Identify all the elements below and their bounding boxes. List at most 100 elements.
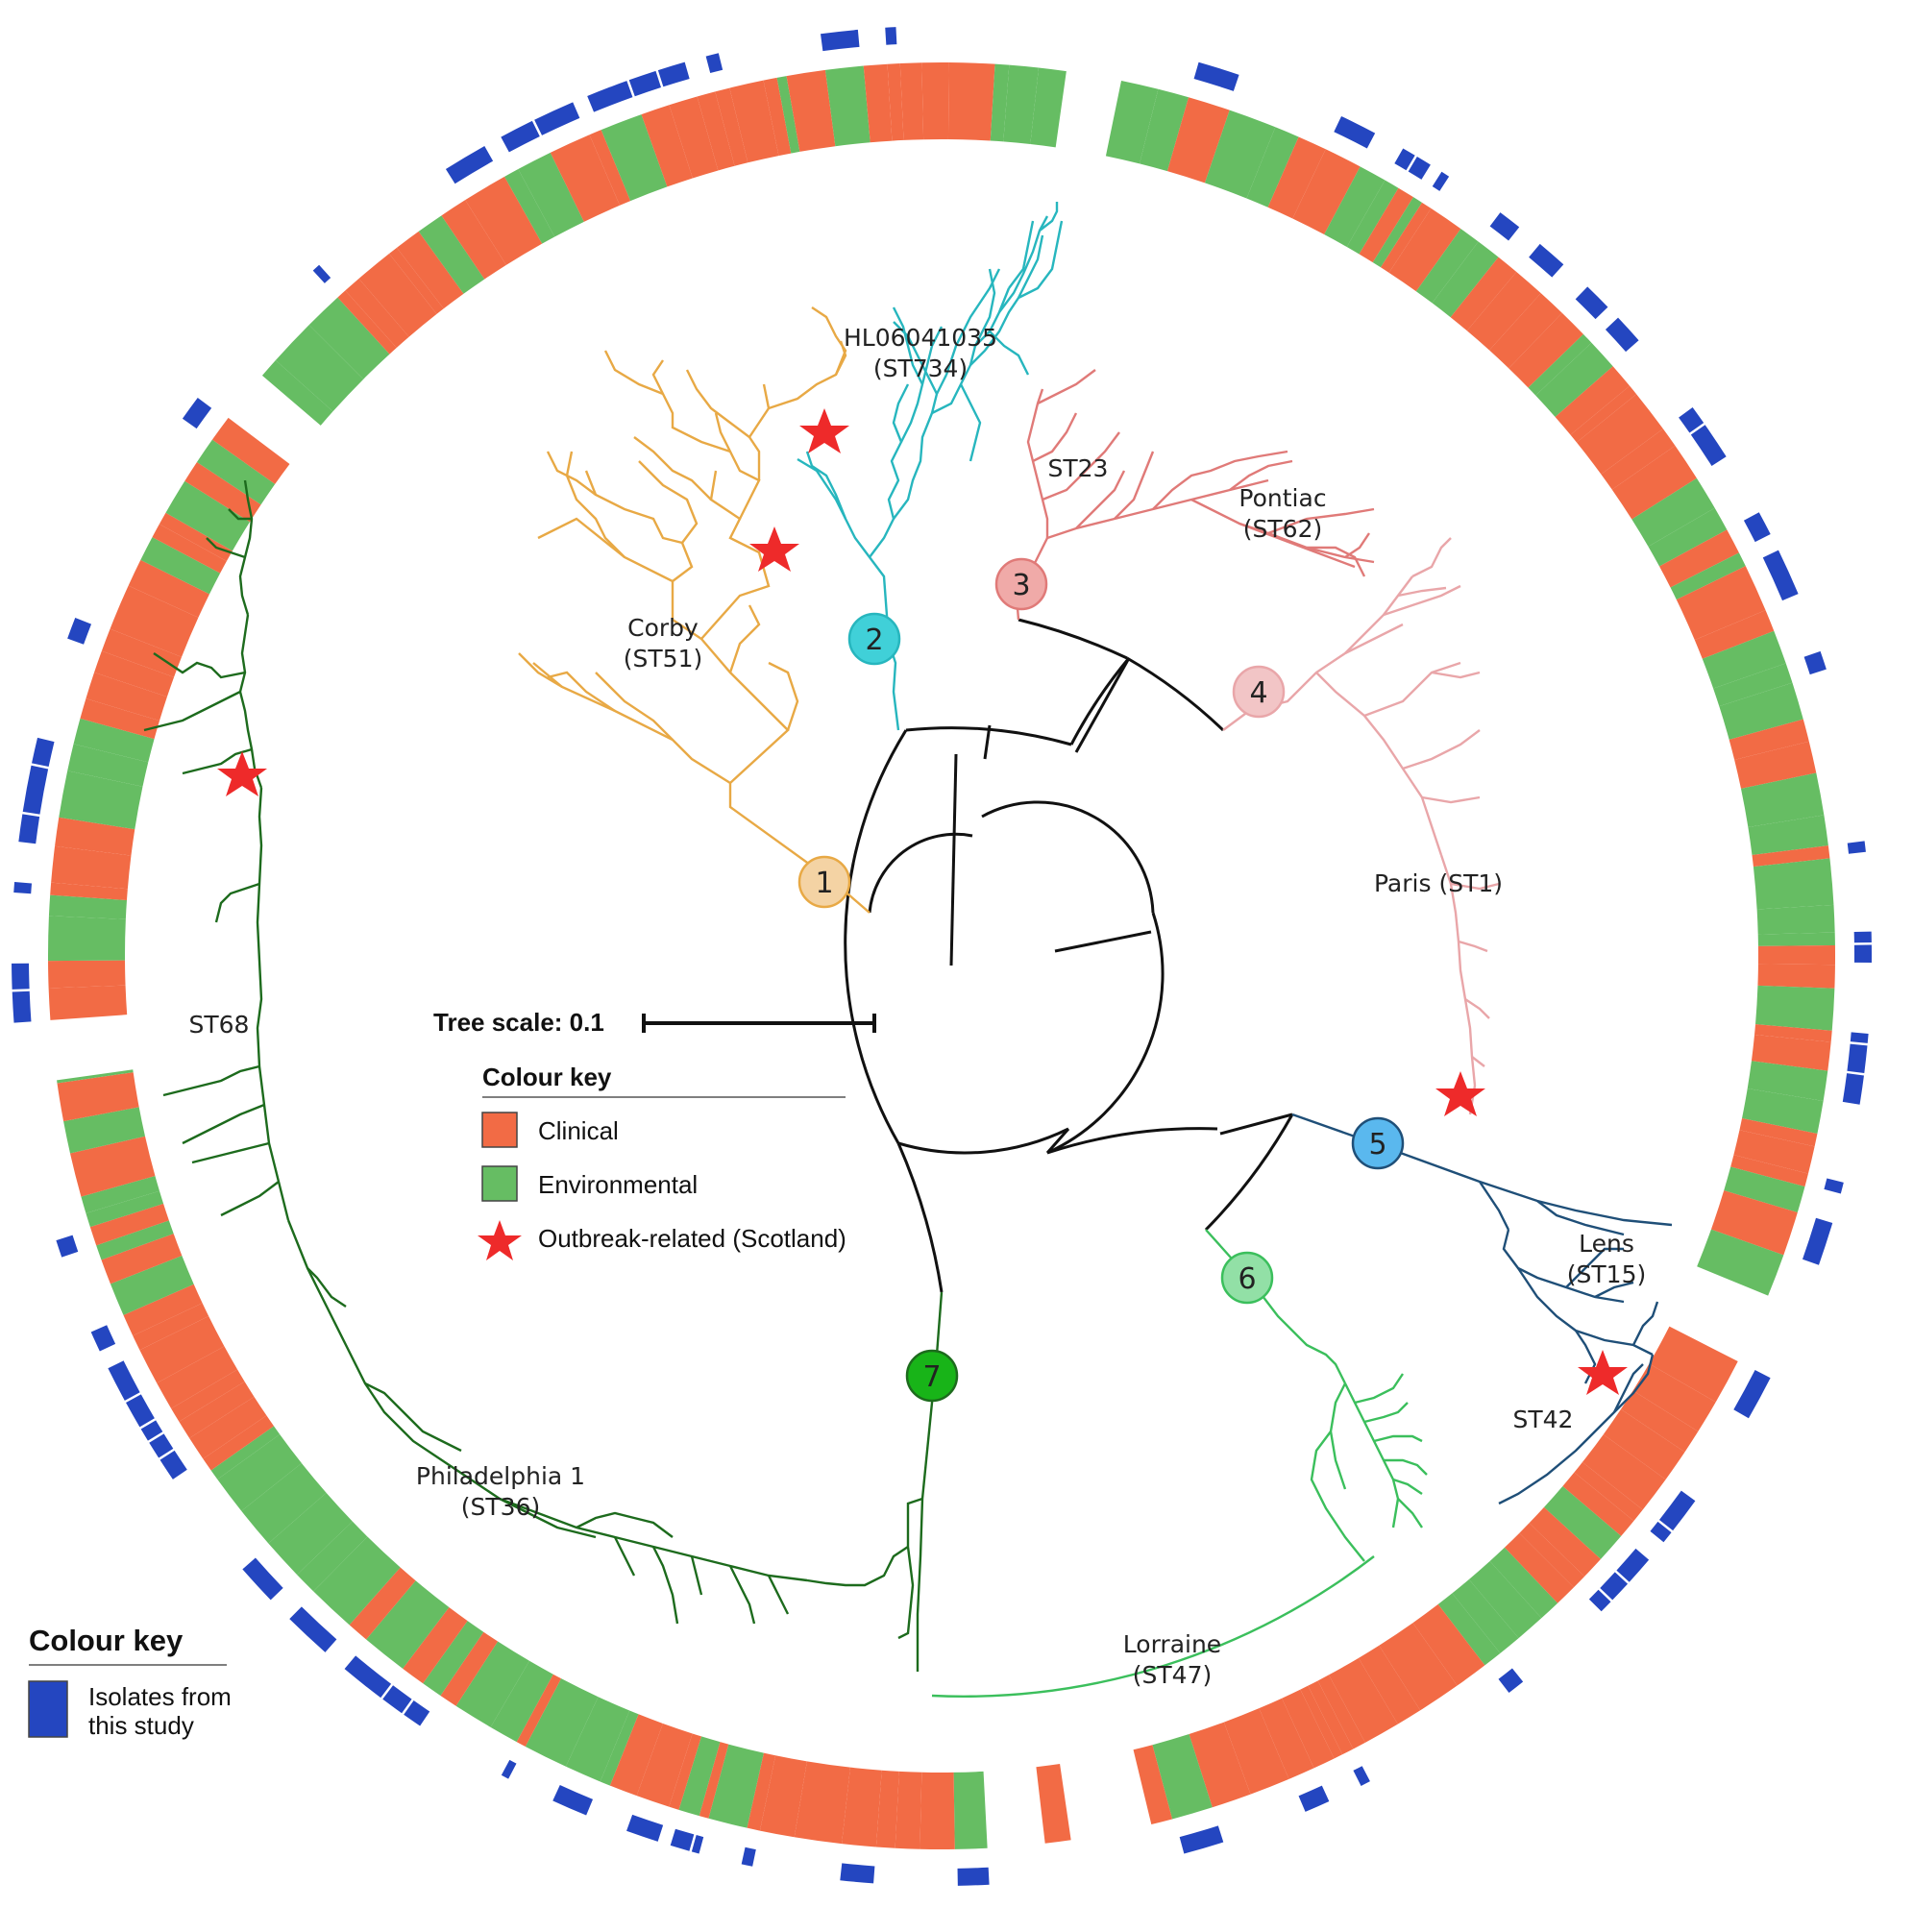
metadata-ring-segment <box>189 1396 267 1459</box>
clade-nodes: 1 2 3 4 5 6 7 <box>797 557 1405 1403</box>
metadata-ring-segment <box>366 1580 450 1669</box>
metadata-ring-segment <box>824 65 871 147</box>
metadata-ring-segment <box>1308 1680 1354 1755</box>
metadata-ring-segment <box>1603 1408 1685 1480</box>
metadata-ring-segment <box>67 744 149 787</box>
legend-swatch-clinical <box>481 1112 518 1148</box>
isolate-ring-segment <box>13 882 33 894</box>
metadata-ring-segment <box>345 278 409 348</box>
metadata-ring-segment <box>349 1567 416 1640</box>
metadata-ring-segment <box>669 96 719 179</box>
metadata-ring-segment <box>1535 342 1613 418</box>
isolate-ring-segment <box>1733 1370 1771 1419</box>
isolate-ring-segment <box>552 1784 594 1816</box>
isolate-ring-segment <box>741 1846 756 1867</box>
metadata-ring-segment <box>1189 1722 1251 1808</box>
outbreak-stars <box>217 408 1628 1395</box>
isolate-ring-segment <box>885 27 897 45</box>
metadata-ring-segment <box>69 1136 156 1197</box>
metadata-ring-segment <box>211 417 290 484</box>
label-st42: ST42 <box>1513 1406 1574 1433</box>
metadata-ring-segment <box>48 985 128 1020</box>
metadata-ring-segment <box>1380 202 1432 273</box>
metadata-ring-segment <box>1734 741 1817 789</box>
metadata-ring-segment <box>1742 1088 1824 1134</box>
metadata-ring-segment <box>1300 1685 1343 1759</box>
metadata-ring-segment <box>389 247 444 314</box>
isolate-ring-segment <box>1588 1589 1611 1612</box>
metadata-ring-segment <box>48 960 126 989</box>
metadata-ring-segment <box>1204 110 1276 199</box>
metadata-ring-segment <box>636 1723 693 1807</box>
metadata-ring-segment <box>899 62 924 140</box>
label-st23: ST23 <box>1048 454 1109 482</box>
isolate-ring-segment <box>159 1450 187 1480</box>
metadata-ring-segment <box>1555 366 1631 435</box>
metadata-ring-segment <box>863 63 893 143</box>
metadata-ring-segment <box>128 559 210 618</box>
isolate-ring-segment <box>1690 425 1727 466</box>
isolate-ring-segment <box>382 1685 412 1714</box>
metadata-ring-segment <box>1676 566 1766 641</box>
outbreak-star-icon <box>749 526 799 572</box>
metadata-ring-segment <box>1582 1434 1666 1510</box>
metadata-ring-segment <box>1713 663 1793 707</box>
metadata-ring-segment <box>268 1492 353 1576</box>
metadata-ring-segment <box>1259 1698 1314 1779</box>
metadata-ring-segment <box>1753 858 1834 910</box>
isolate-ring-segment <box>1408 157 1431 180</box>
metadata-ring-segment <box>729 80 779 163</box>
metadata-ring-segment <box>403 1607 468 1684</box>
isolate-ring-segment <box>344 1655 392 1699</box>
isolate-ring-segment <box>691 1835 704 1854</box>
metadata-ring-segment <box>1697 1229 1784 1296</box>
metadata-ring-segment <box>1649 1326 1738 1403</box>
metadata-ring-segment <box>1576 394 1663 475</box>
metadata-ring-segment <box>600 1710 639 1786</box>
metadata-ring-segment <box>1748 815 1828 855</box>
isolate-ring-segment <box>108 1360 140 1401</box>
metadata-ring-segment <box>641 105 693 187</box>
isolate-ring-segment <box>1600 1572 1629 1601</box>
metadata-ring-segment <box>786 69 836 152</box>
metadata-ring-segment <box>1489 1547 1558 1619</box>
metadata-ring-segment <box>1324 166 1386 247</box>
clade-node-3-label: 3 <box>1012 569 1030 602</box>
metadata-ring-segment <box>1412 1603 1485 1686</box>
label-paris: Paris (ST1) <box>1374 869 1503 897</box>
isolate-ring-segment <box>1489 212 1520 241</box>
metadata-ring-segment <box>275 325 364 412</box>
metadata-ring-segment <box>101 628 182 677</box>
isolate-ring-segment <box>182 397 212 429</box>
isolate-ring-segment <box>501 120 540 153</box>
metadata-ring-segment <box>50 882 128 901</box>
metadata-ring-segment <box>203 1415 275 1471</box>
metadata-ring-segment <box>157 1346 238 1409</box>
legend-isolates: Colour key Isolates from this study <box>28 1624 232 1740</box>
isolate-ring-segment <box>1803 650 1827 675</box>
clade-node-6: 6 <box>1220 1251 1274 1305</box>
isolate-ring-segment <box>1353 1766 1370 1786</box>
isolate-ring-segment <box>12 963 30 990</box>
isolate-ring-segment <box>149 1433 174 1458</box>
metadata-ring-segment <box>1317 1675 1365 1749</box>
metadata-ring-segment <box>947 62 995 141</box>
metadata-ring-segment <box>1036 1764 1071 1844</box>
legend-star-icon <box>478 1220 522 1260</box>
metadata-ring-segment <box>51 845 132 890</box>
clade-node-5: 5 <box>1351 1116 1405 1170</box>
clade-node-3: 3 <box>994 557 1048 611</box>
metadata-ring-segment <box>1648 507 1728 567</box>
metadata-ring-segment <box>423 1621 484 1696</box>
metadata-ring-segment <box>1372 197 1422 268</box>
label-lorraine: Lorraine(ST47) <box>1123 1630 1221 1689</box>
isolate-ring-segment <box>1605 317 1639 353</box>
legend-isolates-title: Colour key <box>29 1624 184 1657</box>
metadata-ring-segment <box>1729 719 1809 760</box>
isolate-ring-segment <box>1498 1668 1524 1694</box>
metadata-ring-segment <box>73 718 155 763</box>
isolate-ring-segment <box>1853 944 1872 963</box>
metadata-ring-segment <box>759 1755 807 1838</box>
metadata-ring-segment <box>1710 1190 1798 1256</box>
metadata-ring-segment <box>1670 552 1746 600</box>
